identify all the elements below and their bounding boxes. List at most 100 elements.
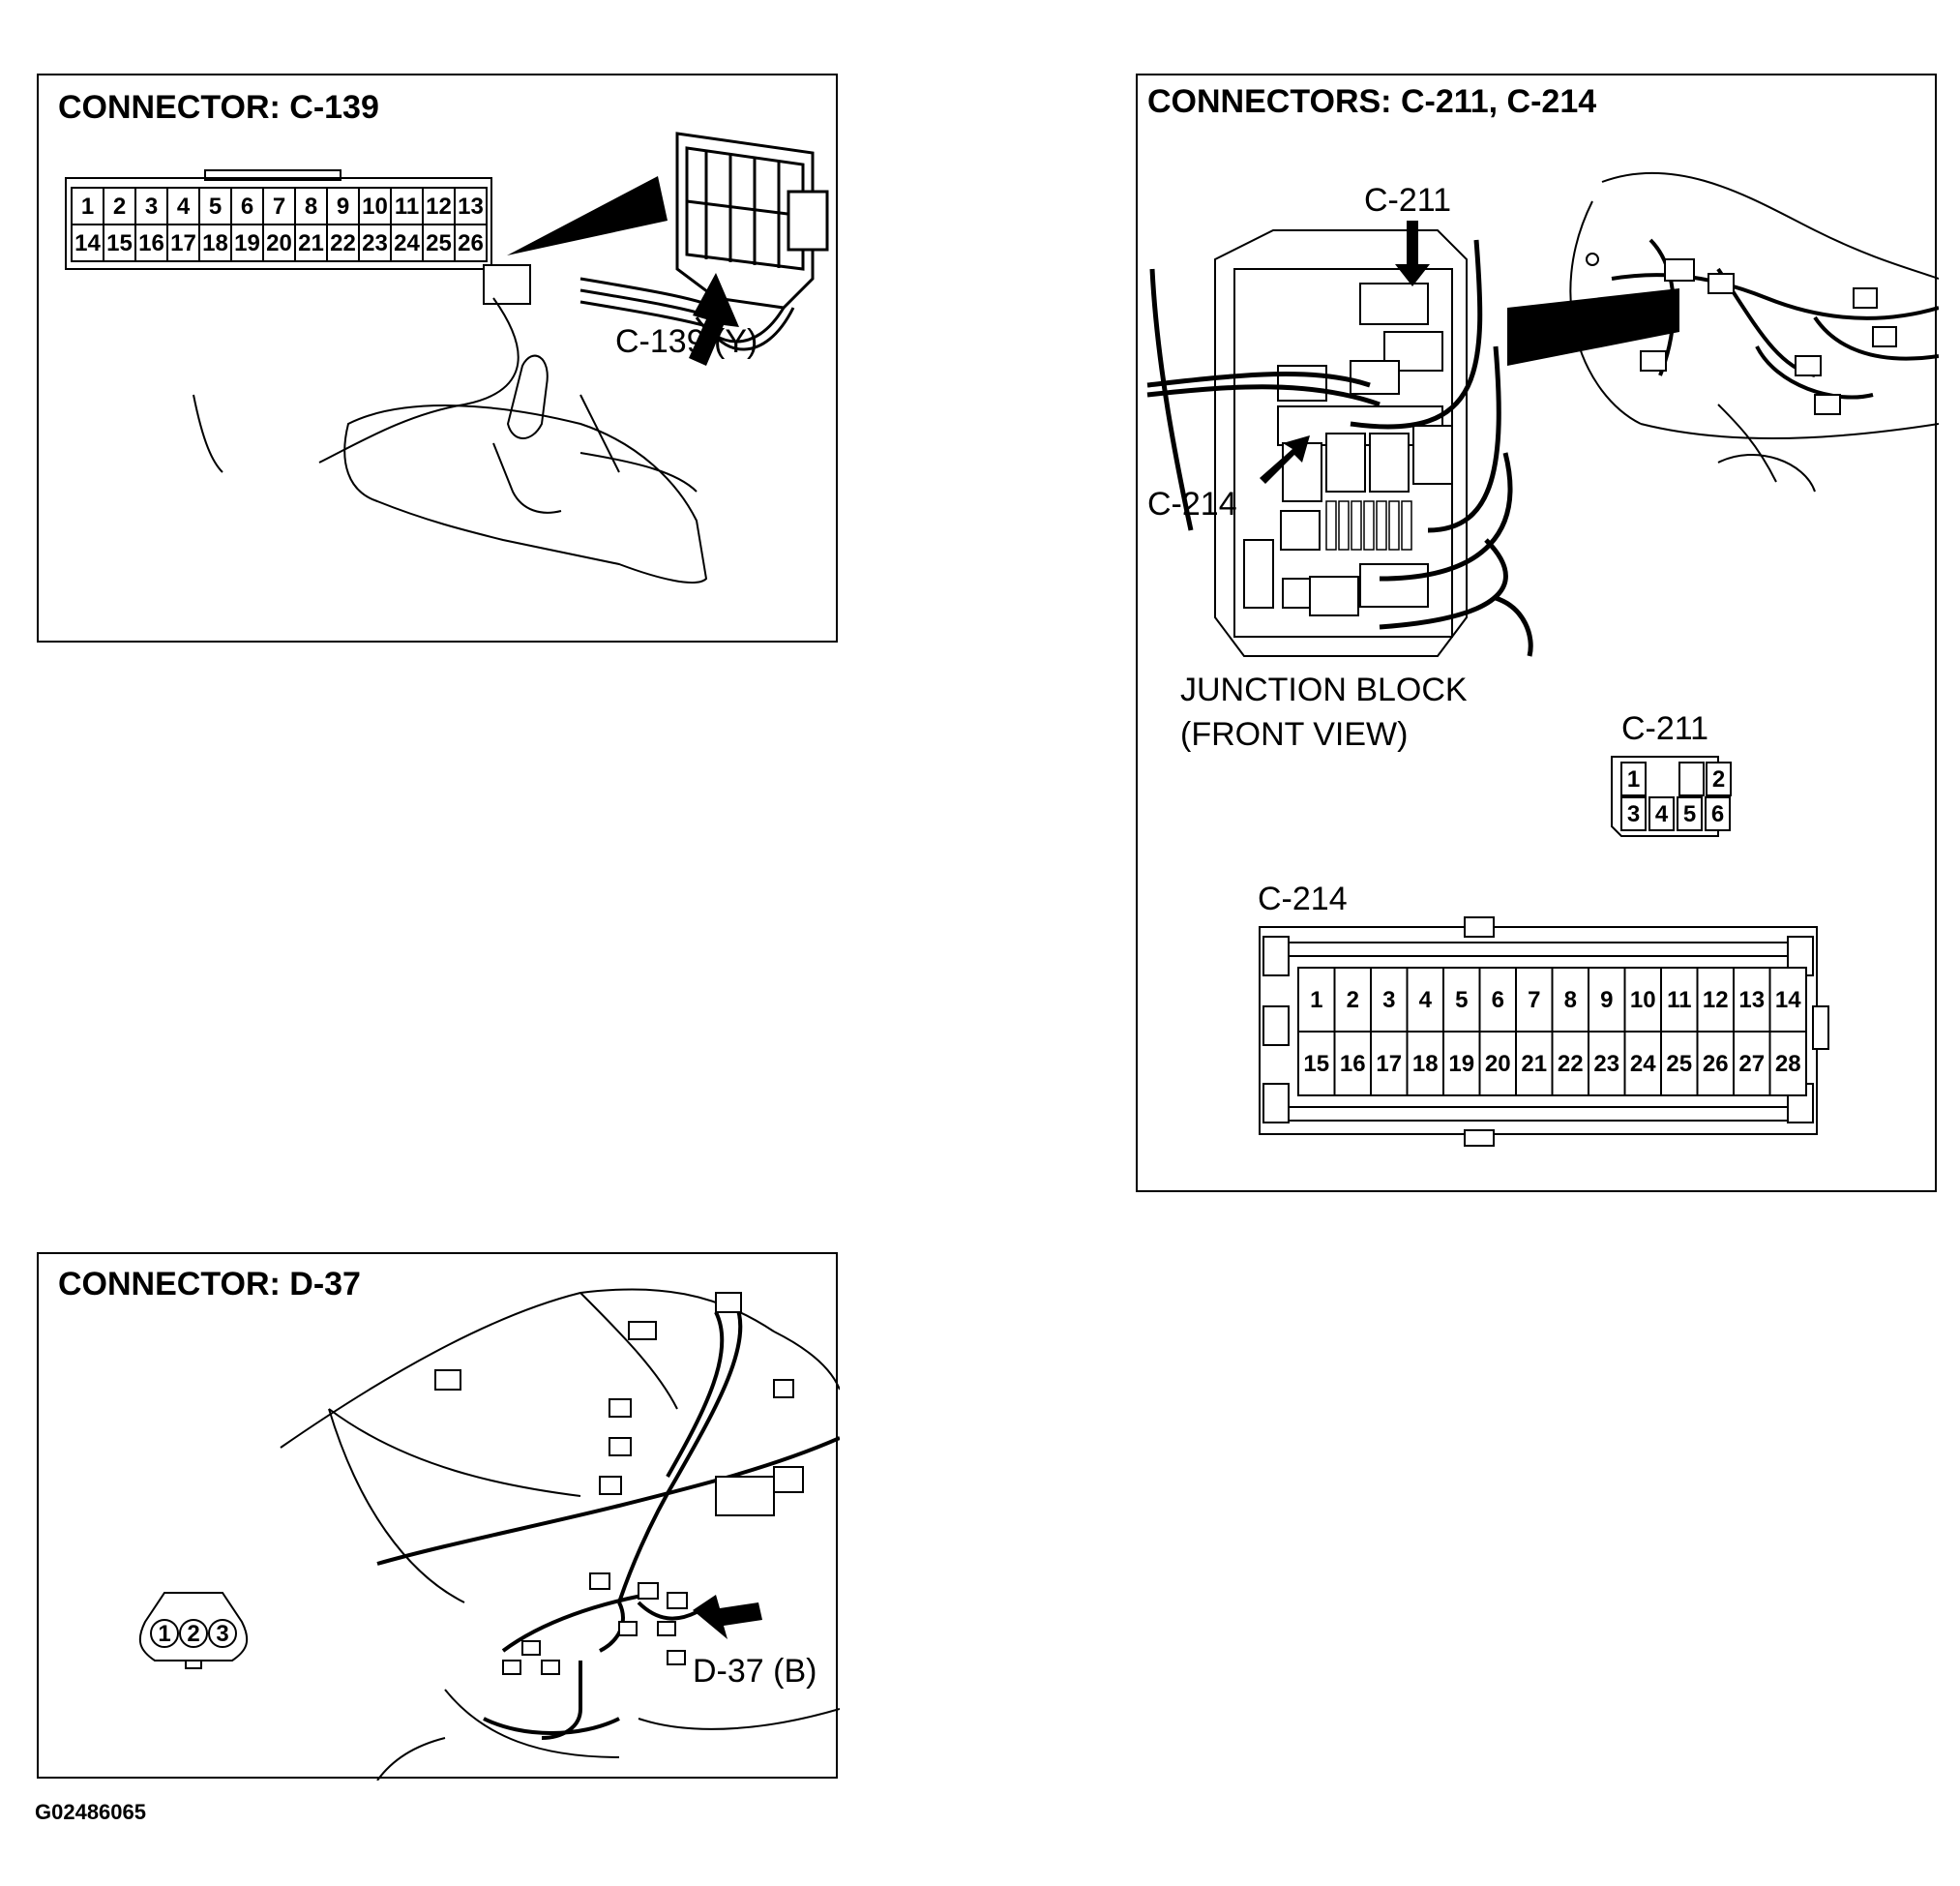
c211-pin-cell <box>1648 796 1675 831</box>
c139-pin-number: 18 <box>202 230 228 256</box>
c214-connector-label: C-214 <box>1258 881 1348 917</box>
c214-pin-number: 5 <box>1455 987 1468 1013</box>
c214-pin-number: 19 <box>1448 1051 1474 1077</box>
panel-c211-c214: CONNECTORS: C-211, C-214 <box>1136 74 1939 1192</box>
c139-pin-number: 25 <box>426 230 452 256</box>
c139-pin-cell <box>198 187 232 225</box>
c211-pin-cell <box>1620 796 1647 831</box>
figure-code: G02486065 <box>35 1800 146 1824</box>
c214-pin-number: 16 <box>1340 1051 1366 1077</box>
c139-pin-number: 4 <box>177 194 191 220</box>
panel-title: CONNECTOR: D-37 <box>58 1266 361 1302</box>
c214-pin-number: 20 <box>1485 1051 1511 1077</box>
c214-pin-number: 3 <box>1382 987 1395 1013</box>
c214-pin-number: 23 <box>1593 1051 1619 1077</box>
c211-pin-cell <box>1706 762 1732 796</box>
c214-pin-number: 9 <box>1600 987 1613 1013</box>
c139-pin-cell <box>454 224 488 262</box>
c214-pin-cell <box>1370 967 1409 1033</box>
c139-pin-number: 6 <box>241 194 253 220</box>
c214-pin-number: 24 <box>1630 1051 1656 1077</box>
c214-pin-number: 2 <box>1347 987 1359 1013</box>
c139-pin-cell <box>262 224 296 262</box>
c211-pin-number: 6 <box>1711 801 1724 827</box>
c139-pin-cell <box>103 187 136 225</box>
c211-pin-cell <box>1620 762 1647 796</box>
c139-pin-cell <box>134 224 168 262</box>
c139-pin-number: 24 <box>394 230 420 256</box>
c214-pin-cell <box>1733 1031 1771 1096</box>
c139-pin-number: 13 <box>458 194 484 220</box>
d37-pin-number: 2 <box>187 1621 199 1647</box>
c214-pin-cell <box>1551 967 1589 1033</box>
c214-pin-number: 21 <box>1521 1051 1547 1077</box>
c139-pin-cell <box>166 224 200 262</box>
c214-pin-cell <box>1478 967 1517 1033</box>
c214-pin-cell <box>1588 967 1626 1033</box>
c139-pin-number: 10 <box>362 194 388 220</box>
c214-pin-number: 15 <box>1303 1051 1329 1077</box>
c214-pin-cell <box>1515 967 1554 1033</box>
c211-pin-number: 4 <box>1655 801 1669 827</box>
ecu-module <box>675 132 829 310</box>
c214-pin-cell <box>1768 967 1807 1033</box>
c214-pin-number: 14 <box>1775 987 1801 1013</box>
c214-pin-cell <box>1370 1031 1409 1096</box>
c139-pin-number: 15 <box>106 230 133 256</box>
c139-pin-number: 14 <box>74 230 101 256</box>
c139-pin-number: 1 <box>81 194 94 220</box>
c139-pin-cell <box>166 187 200 225</box>
c211-callout-label: C-211 <box>1364 182 1452 219</box>
c139-pin-number: 12 <box>426 194 452 220</box>
c214-pin-number: 28 <box>1775 1051 1801 1077</box>
c139-pin-number: 23 <box>362 230 388 256</box>
c139-callout-label: C-139 (Y) <box>615 323 758 360</box>
c214-pin-number: 11 <box>1667 987 1691 1013</box>
c214-pin-number: 10 <box>1630 987 1656 1013</box>
c139-pin-number: 16 <box>138 230 164 256</box>
junction-block-view-label: (FRONT VIEW) <box>1180 716 1409 753</box>
c139-pin-cell <box>454 187 488 225</box>
c211-connector-label: C-211 <box>1621 710 1709 747</box>
c214-pin-number: 8 <box>1564 987 1577 1013</box>
c139-pin-number: 7 <box>273 194 285 220</box>
panel-title: CONNECTOR: C-139 <box>58 89 379 126</box>
d37-pin-number: 3 <box>216 1621 228 1647</box>
c139-pin-number: 20 <box>266 230 292 256</box>
d37-pin-number: 1 <box>158 1621 170 1647</box>
c139-pin-cell <box>326 224 360 262</box>
c214-callout-label: C-214 <box>1147 486 1237 523</box>
c214-pin-cell <box>1696 967 1735 1033</box>
c214-pin-cell <box>1478 1031 1517 1096</box>
c139-pin-cell <box>103 224 136 262</box>
d37-callout-label: D-37 (B) <box>693 1653 817 1690</box>
c214-pin-cell <box>1588 1031 1626 1096</box>
c214-pin-number: 27 <box>1738 1051 1765 1077</box>
c211-pin-number: 5 <box>1683 801 1696 827</box>
c211-pin-cell <box>1705 796 1731 831</box>
c211-pin-number: 1 <box>1627 766 1640 793</box>
c214-pin-number: 12 <box>1703 987 1729 1013</box>
c139-pin-number: 8 <box>305 194 317 220</box>
c139-pin-number: 3 <box>145 194 158 220</box>
c214-pin-cell <box>1515 1031 1554 1096</box>
c139-pin-number: 19 <box>234 230 260 256</box>
c214-pin-cell <box>1696 1031 1735 1096</box>
c214-pin-number: 17 <box>1376 1051 1402 1077</box>
c214-pin-cell <box>1768 1031 1807 1096</box>
c214-pin-number: 25 <box>1666 1051 1692 1077</box>
c214-pin-number: 22 <box>1558 1051 1584 1077</box>
c214-pin-number: 18 <box>1412 1051 1439 1077</box>
c214-pin-cell <box>1406 967 1444 1033</box>
c214-pin-number: 1 <box>1310 987 1322 1013</box>
d37-pin-cell <box>150 1619 179 1648</box>
c214-pin-cell <box>1660 967 1699 1033</box>
c211-pin-number: 3 <box>1627 801 1640 827</box>
c214-pin-cell <box>1551 1031 1589 1096</box>
junction-block-label: JUNCTION BLOCK <box>1180 672 1468 708</box>
c211-empty-pin-cell <box>1678 762 1705 796</box>
